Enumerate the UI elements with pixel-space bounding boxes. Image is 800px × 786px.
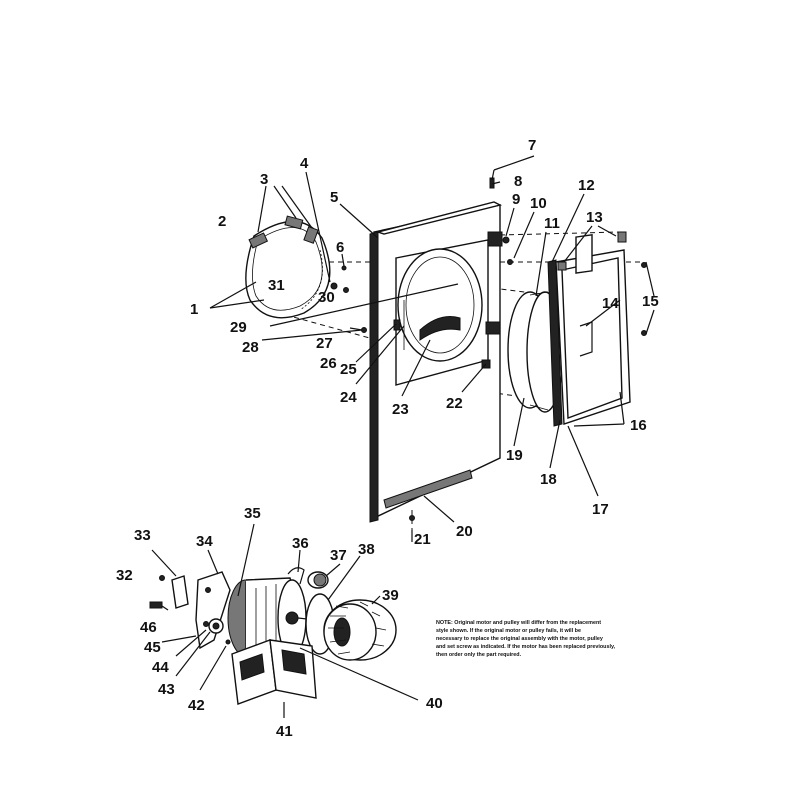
callout-26: 26 [320, 355, 337, 372]
callout-10: 10 [530, 195, 547, 212]
callout-5: 5 [330, 189, 338, 206]
callout-40: 40 [426, 695, 443, 712]
callout-16: 16 [630, 417, 647, 434]
callout-21: 21 [414, 531, 431, 548]
callout-31: 31 [268, 277, 285, 294]
callout-27: 27 [316, 335, 333, 352]
note-line-1: NOTE: Original motor and pulley will dif… [436, 620, 601, 626]
note-line-5: then order only the part required. [436, 652, 522, 658]
callout-24: 24 [340, 389, 357, 406]
callout-23: 23 [392, 401, 409, 418]
callout-42: 42 [188, 697, 205, 714]
callout-37: 37 [330, 547, 347, 564]
access-door [547, 231, 647, 427]
callout-15: 15 [642, 293, 659, 310]
front-panel [369, 201, 503, 523]
callout-29: 29 [230, 319, 247, 336]
callout-6: 6 [336, 239, 344, 256]
callout-numbers: 1 2 3 4 5 6 7 8 9 10 11 12 13 14 15 16 1… [116, 137, 659, 740]
callout-46: 46 [140, 619, 157, 636]
note-line-2: style shown. If the original motor or pu… [436, 628, 581, 634]
callout-22: 22 [446, 395, 463, 412]
callout-32: 32 [116, 567, 133, 584]
callout-36: 36 [292, 535, 309, 552]
callout-28: 28 [242, 339, 259, 356]
hardware-fasteners [149, 177, 513, 645]
callout-11: 11 [544, 215, 560, 232]
callout-8: 8 [514, 173, 522, 190]
callout-12: 12 [578, 177, 595, 194]
callout-17: 17 [592, 501, 609, 518]
callout-25: 25 [340, 361, 357, 378]
callout-45: 45 [144, 639, 161, 656]
callout-43: 43 [158, 681, 175, 698]
note-line-4: and set screw as indicated. If the motor… [436, 644, 616, 650]
callout-39: 39 [382, 587, 399, 604]
callout-33: 33 [134, 527, 151, 544]
callout-13: 13 [586, 209, 603, 226]
callout-41: 41 [276, 723, 293, 740]
callout-9: 9 [512, 191, 520, 208]
callout-18: 18 [540, 471, 557, 488]
note-line-3: necessary to replace the original assemb… [436, 636, 603, 642]
callout-35: 35 [244, 505, 261, 522]
callout-38: 38 [358, 541, 375, 558]
leader-lines [151, 155, 655, 718]
callout-20: 20 [456, 523, 473, 540]
callout-14: 14 [602, 295, 619, 312]
motor-assembly [171, 567, 397, 661]
callout-1: 1 [190, 301, 198, 318]
callout-2: 2 [218, 213, 226, 230]
callout-30: 30 [318, 289, 335, 306]
callout-19: 19 [506, 447, 523, 464]
replacement-note: NOTE: Original motor and pulley will dif… [436, 620, 616, 658]
callout-4: 4 [300, 155, 309, 172]
callout-44: 44 [152, 659, 169, 676]
callout-7: 7 [528, 137, 536, 154]
callout-3: 3 [260, 171, 268, 188]
motor-mount [231, 639, 317, 705]
seal-ring-assembly [245, 215, 331, 319]
callout-34: 34 [196, 533, 213, 550]
